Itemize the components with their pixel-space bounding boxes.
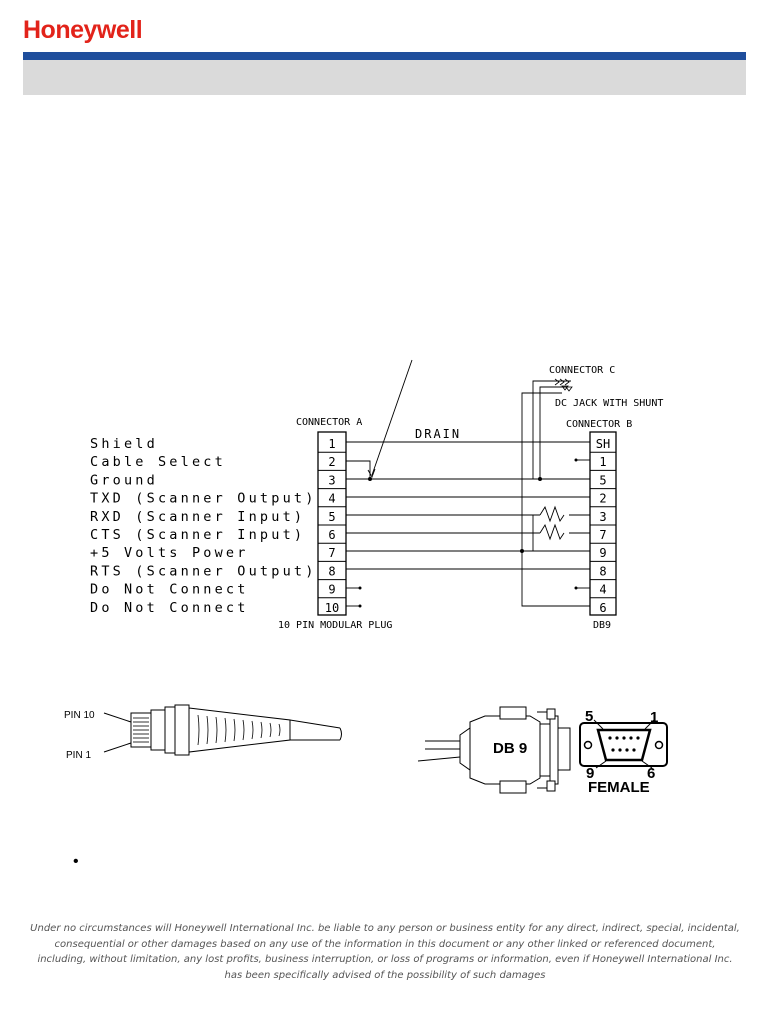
connector-b-pin: 5 (599, 473, 606, 487)
db9-gender-label: FEMALE (588, 779, 650, 796)
signal-name: Shield (90, 436, 158, 452)
plug-caption: 10 PIN MODULAR PLUG (278, 620, 392, 631)
connector-b-pin: SH (596, 437, 610, 451)
header-gray-band (23, 60, 746, 95)
connector-a-pin: 10 (325, 601, 339, 615)
connector-a-pin: 9 (328, 583, 335, 597)
db9-illustration (417, 706, 668, 794)
bullet-point: • (73, 853, 79, 870)
signal-name: RTS (Scanner Output) (90, 563, 317, 579)
db9-pin-6: 6 (647, 765, 655, 782)
signal-name: Do Not Connect (90, 600, 249, 616)
connector-a-pin: 6 (328, 528, 335, 542)
connector-b-pins: SH 1 5 2 3 7 9 8 4 6 (590, 437, 616, 615)
connector-a-pin: 8 (328, 564, 335, 578)
signal-name: Do Not Connect (90, 582, 249, 598)
modular-plug-illustration (103, 704, 342, 756)
honeywell-logo: Honeywell (23, 16, 143, 44)
db9-caption: DB9 (593, 620, 611, 631)
db9-pin-1: 1 (650, 709, 658, 726)
connector-a-pins: 1 2 3 4 5 6 7 8 9 10 (318, 437, 346, 615)
connector-a-pin: 4 (328, 492, 335, 506)
pin10-label: PIN 10 (64, 710, 95, 721)
junction-dots (358, 458, 578, 608)
connector-b: CONNECTOR B SH 1 5 2 3 7 9 8 4 6 DB9 (566, 419, 632, 631)
connector-c: CONNECTOR C DC JACK WITH SHUNT (549, 365, 663, 409)
connector-b-pin: 3 (599, 510, 606, 524)
connector-b-pin: 4 (599, 583, 606, 597)
legal-disclaimer: Under no circumstances will Honeywell In… (30, 923, 740, 981)
db9-pin-9: 9 (586, 765, 594, 782)
signal-name: Cable Select (90, 454, 226, 470)
connector-a-title: CONNECTOR A (296, 417, 362, 428)
connector-b-pin: 7 (599, 528, 606, 542)
signal-name: +5 Volts Power (90, 545, 249, 561)
connector-b-pin: 9 (599, 546, 606, 560)
dc-jack-label: DC JACK WITH SHUNT (555, 398, 663, 409)
signal-name: TXD (Scanner Output) (90, 491, 317, 507)
drain-label: DRAIN (415, 427, 461, 441)
connector-b-pin: 8 (599, 564, 606, 578)
connector-b-pin: 6 (599, 601, 606, 615)
connector-b-pin: 1 (599, 455, 606, 469)
signal-name: Ground (90, 472, 158, 488)
connector-a: CONNECTOR A 1 2 3 4 5 6 7 8 9 10 10 PIN MODULAR P… (278, 417, 392, 631)
wiring-lines (346, 359, 590, 607)
connector-a-pin: 3 (328, 473, 335, 487)
connector-b-title: CONNECTOR B (566, 419, 632, 430)
connector-c-title: CONNECTOR C (549, 365, 615, 376)
pin1-label: PIN 1 (66, 750, 91, 761)
connector-a-pin: 1 (328, 437, 335, 451)
signal-name: CTS (Scanner Input) (90, 527, 305, 543)
connector-a-pin: 5 (328, 510, 335, 524)
header-blue-bar (23, 52, 746, 60)
connector-b-pin: 2 (599, 492, 606, 506)
db9-body-label: DB 9 (493, 740, 527, 757)
connector-a-pin: 2 (328, 455, 335, 469)
connector-a-pin: 7 (328, 546, 335, 560)
db9-pin-5: 5 (585, 708, 593, 725)
signal-name: RXD (Scanner Input) (90, 509, 305, 525)
